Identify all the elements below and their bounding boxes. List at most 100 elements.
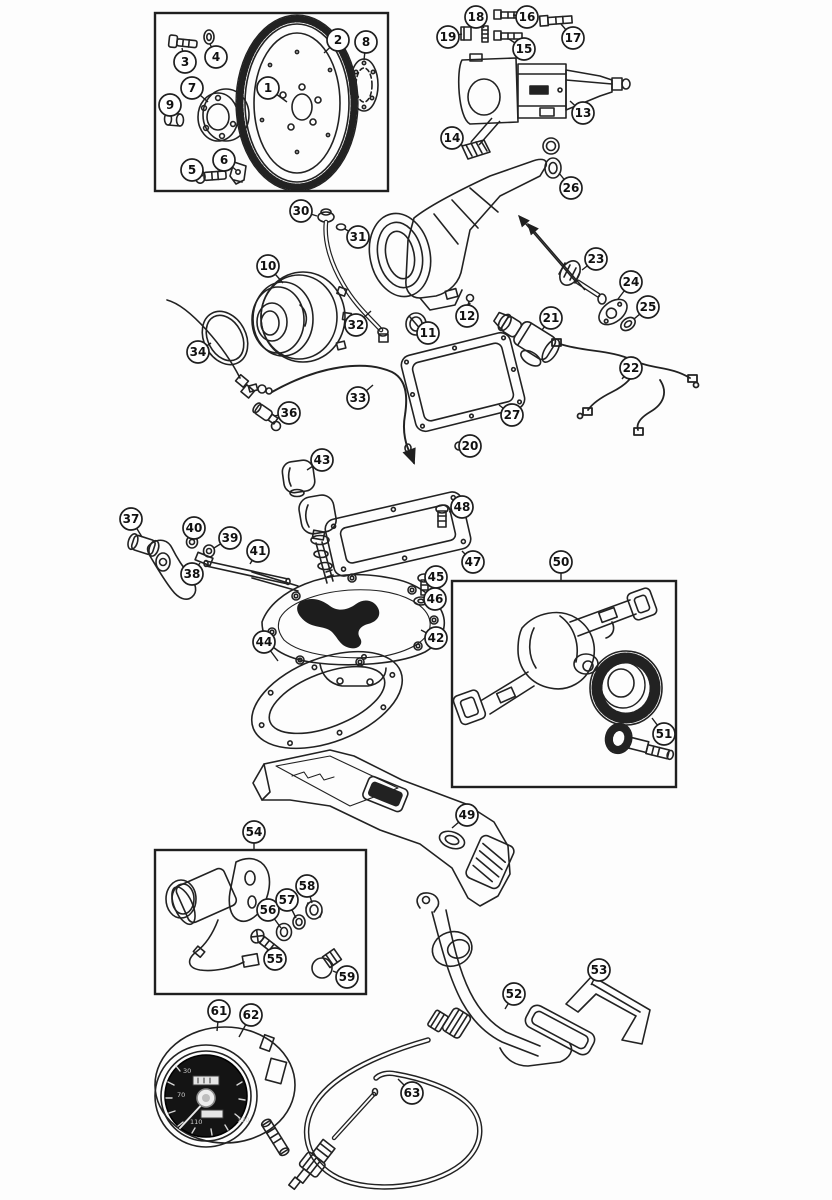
bracket-53-drawing (565, 975, 651, 1045)
callout-11: 11 (416, 321, 440, 345)
callout-circle-26 (559, 176, 583, 200)
callout-circle-44 (252, 630, 276, 654)
harness-22-drawing (551, 338, 700, 436)
callout-51: 51 (651, 717, 676, 746)
washer-56-drawing (275, 922, 293, 942)
callout-circle-30 (289, 199, 313, 223)
callout-circle-14 (440, 126, 464, 150)
callout-2: 2 (323, 28, 350, 54)
callout-number-15: 15 (516, 42, 533, 56)
rear-axle-group-box (450, 579, 678, 789)
callout-circle-2 (326, 28, 350, 52)
callout-30: 30 (289, 199, 318, 223)
callout-15: 15 (508, 37, 536, 61)
rear-axle-drawing (452, 587, 658, 726)
dial-label-30: 30 (183, 1067, 191, 1075)
callout-25: 25 (633, 295, 660, 320)
callout-number-59: 59 (339, 970, 356, 984)
callout-27: 27 (498, 403, 524, 427)
callout-58: 58 (295, 874, 319, 904)
callout-number-7: 7 (188, 81, 196, 95)
callout-18: 18 (464, 5, 488, 29)
pointer-arrow (518, 214, 577, 283)
callout-number-53: 53 (591, 963, 608, 977)
callout-circle-47 (461, 550, 485, 574)
drive-plate-drawing (349, 58, 379, 112)
rear-bush-26-drawing (542, 137, 562, 179)
callout-number-34: 34 (190, 345, 207, 359)
callout-circle-36 (277, 401, 301, 425)
group-boxes (153, 11, 678, 996)
callout-number-20: 20 (462, 439, 479, 453)
callout-16: 16 (512, 5, 539, 29)
callout-number-26: 26 (563, 181, 580, 195)
callout-circle-23 (584, 247, 608, 271)
callout-52: 52 (502, 982, 526, 1010)
callout-40: 40 (182, 516, 206, 540)
callout-circle-5 (180, 158, 204, 182)
callout-circle-58 (295, 874, 319, 898)
callout-number-14: 14 (444, 131, 461, 145)
console-lamp-drawing (165, 857, 271, 972)
callout-number-22: 22 (623, 361, 640, 375)
cable-33-drawing (247, 364, 416, 465)
callout-circle-17 (561, 26, 585, 50)
remote-housing-42-drawing (261, 573, 446, 687)
locktab-6-drawing (229, 161, 247, 185)
callout-circle-57 (275, 888, 299, 912)
callout-circle-63 (400, 1081, 424, 1105)
callout-circle-55 (263, 947, 287, 971)
gear-knob-43-drawing (281, 459, 316, 498)
callout-62: 62 (238, 1003, 263, 1038)
callout-number-17: 17 (565, 31, 582, 45)
callout-3: 3 (173, 47, 197, 74)
callout-number-40: 40 (186, 521, 203, 535)
callout-circle-34 (186, 340, 210, 364)
cover-plate-47-drawing (324, 491, 472, 577)
bolt-15-drawing (493, 30, 523, 41)
callout-45: 45 (423, 565, 448, 589)
callout-number-8: 8 (362, 35, 370, 49)
callout-24: 24 (617, 270, 643, 300)
callout-circle-53 (587, 958, 611, 982)
callout-number-6: 6 (220, 153, 228, 167)
callout-number-12: 12 (459, 309, 476, 323)
stud-18-drawing (481, 25, 489, 43)
callout-circle-10 (256, 254, 280, 278)
dial-label-120: 120 (237, 1116, 249, 1124)
callout-number-61: 61 (211, 1004, 228, 1018)
clip-19-drawing (460, 26, 472, 41)
callout-circle-52 (502, 982, 526, 1006)
console-49-drawing (252, 749, 515, 907)
callout-circle-38 (180, 562, 204, 586)
callout-10: 10 (256, 254, 284, 284)
pointer-arrow (527, 222, 586, 291)
flywheel-group-box (153, 11, 390, 193)
callout-number-58: 58 (299, 879, 316, 893)
callout-number-37: 37 (123, 512, 140, 526)
callout-number-50: 50 (553, 555, 570, 569)
callout-number-45: 45 (428, 570, 445, 584)
speedo-cable-drawing (288, 1007, 483, 1191)
callout-number-52: 52 (506, 987, 523, 1001)
callout-number-16: 16 (519, 10, 536, 24)
callout-47: 47 (461, 550, 485, 574)
callout-31: 31 (344, 225, 370, 249)
callout-22: 22 (619, 356, 643, 380)
callout-circle-15 (512, 37, 536, 61)
callout-circle-39 (218, 526, 242, 550)
callout-circle-6 (212, 148, 236, 172)
callout-number-36: 36 (281, 406, 298, 420)
callout-6: 6 (212, 148, 237, 172)
callout-circle-4 (204, 45, 228, 69)
callout-circle-59 (335, 965, 359, 989)
callout-44: 44 (252, 630, 279, 662)
callout-38: 38 (180, 562, 204, 586)
callout-number-24: 24 (623, 275, 640, 289)
callout-43: 43 (306, 448, 334, 472)
callout-circle-20 (458, 434, 482, 458)
callout-number-3: 3 (181, 55, 189, 69)
callout-number-30: 30 (293, 204, 310, 218)
